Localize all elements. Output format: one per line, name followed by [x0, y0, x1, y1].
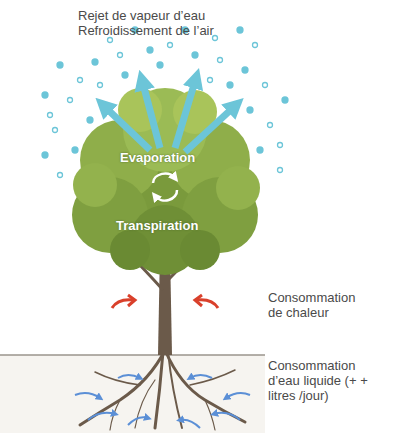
- vapour-dot: [263, 83, 268, 88]
- vapour-dot: [87, 117, 93, 123]
- vapour-dot: [92, 59, 98, 65]
- vapour-arrows: [103, 78, 236, 152]
- vapour-dot: [242, 67, 248, 73]
- vapour-dot: [282, 97, 288, 103]
- roots: [80, 350, 245, 430]
- vapour-dots: [42, 27, 288, 178]
- vapour-dot: [168, 43, 173, 48]
- vapour-dot: [108, 38, 113, 43]
- foliage: [72, 88, 260, 275]
- vapour-dot: [42, 152, 48, 158]
- vapour-dot: [118, 53, 123, 58]
- vapour-dot: [98, 83, 103, 88]
- vapour-dot: [68, 98, 73, 103]
- vapour-dot: [42, 92, 48, 98]
- vapour-dot: [122, 72, 128, 78]
- vapour-dot: [57, 62, 63, 68]
- water-arrows: [75, 375, 250, 428]
- vapour-dot: [192, 52, 198, 58]
- cycle-arrow: [153, 174, 177, 201]
- vapour-dot: [58, 173, 63, 178]
- vapour-dot: [268, 123, 273, 128]
- vapour-dot: [227, 82, 233, 88]
- heat-label: Consommation de chaleur: [268, 290, 368, 320]
- water-label: Consommation d’eau liquide (+ + litres /…: [268, 358, 368, 403]
- vapour-dot: [157, 62, 163, 68]
- vapour-dot: [218, 58, 223, 63]
- vapour-label: Rejet de vapeur d’eau Refroidissement de…: [78, 8, 248, 38]
- vapour-dot: [257, 147, 263, 153]
- vapour-dot: [278, 143, 283, 148]
- ground-line: [0, 354, 265, 356]
- vapour-dot: [72, 147, 78, 153]
- vapour-dot: [253, 43, 258, 48]
- heat-arrows: [112, 295, 218, 308]
- vapour-dot: [53, 128, 58, 133]
- transpiration-label: Transpiration: [116, 218, 226, 233]
- vapour-dot: [278, 168, 283, 173]
- vapour-dot: [208, 78, 213, 83]
- vapour-dot: [147, 47, 153, 53]
- vapour-dot: [237, 27, 243, 33]
- vapour-dot: [48, 113, 53, 118]
- soil: [0, 355, 265, 433]
- evaporation-label: Evaporation: [120, 150, 220, 165]
- vapour-dot: [78, 78, 83, 83]
- vapour-dot: [247, 107, 253, 113]
